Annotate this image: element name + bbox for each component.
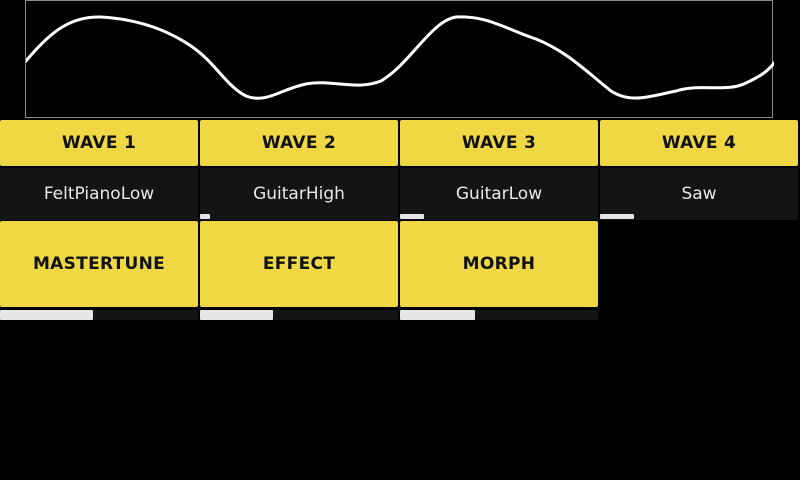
waveform-svg bbox=[26, 15, 774, 100]
wave-4-position-indicator bbox=[600, 214, 634, 219]
morph-button[interactable]: MORPH bbox=[400, 221, 598, 307]
wave-2-position-indicator bbox=[200, 214, 210, 219]
mastertune-slider-fill bbox=[0, 310, 93, 320]
waveform-trace bbox=[26, 15, 774, 100]
wave-2-sample-label: GuitarHigh bbox=[253, 184, 345, 204]
wave-4-sample-name[interactable]: Saw bbox=[600, 168, 798, 220]
wave-3-sample-label: GuitarLow bbox=[455, 184, 543, 204]
effect-button[interactable]: EFFECT bbox=[200, 221, 398, 307]
wave-1-button[interactable]: WAVE 1 bbox=[0, 120, 198, 166]
wave-4-button[interactable]: WAVE 4 bbox=[600, 120, 798, 166]
mastertune-slider[interactable] bbox=[0, 310, 198, 320]
morph-slider[interactable] bbox=[400, 310, 598, 320]
wave-1-sample-label: FeltPianoLow bbox=[43, 184, 155, 204]
wave-4-sample-label: Saw bbox=[681, 184, 717, 204]
waveform-display bbox=[25, 0, 774, 118]
morph-slider-fill bbox=[400, 310, 475, 320]
wave-2-button[interactable]: WAVE 2 bbox=[200, 120, 398, 166]
wave-2-sample-name[interactable]: GuitarHigh bbox=[200, 168, 398, 220]
effect-slider-fill bbox=[200, 310, 273, 320]
wave-3-position-indicator bbox=[400, 214, 424, 219]
wave-1-sample-name[interactable]: FeltPianoLow bbox=[0, 168, 198, 220]
mastertune-button[interactable]: MASTERTUNE bbox=[0, 221, 198, 307]
wave-3-button[interactable]: WAVE 3 bbox=[400, 120, 598, 166]
effect-slider[interactable] bbox=[200, 310, 398, 320]
wave-3-sample-name[interactable]: GuitarLow bbox=[400, 168, 598, 220]
